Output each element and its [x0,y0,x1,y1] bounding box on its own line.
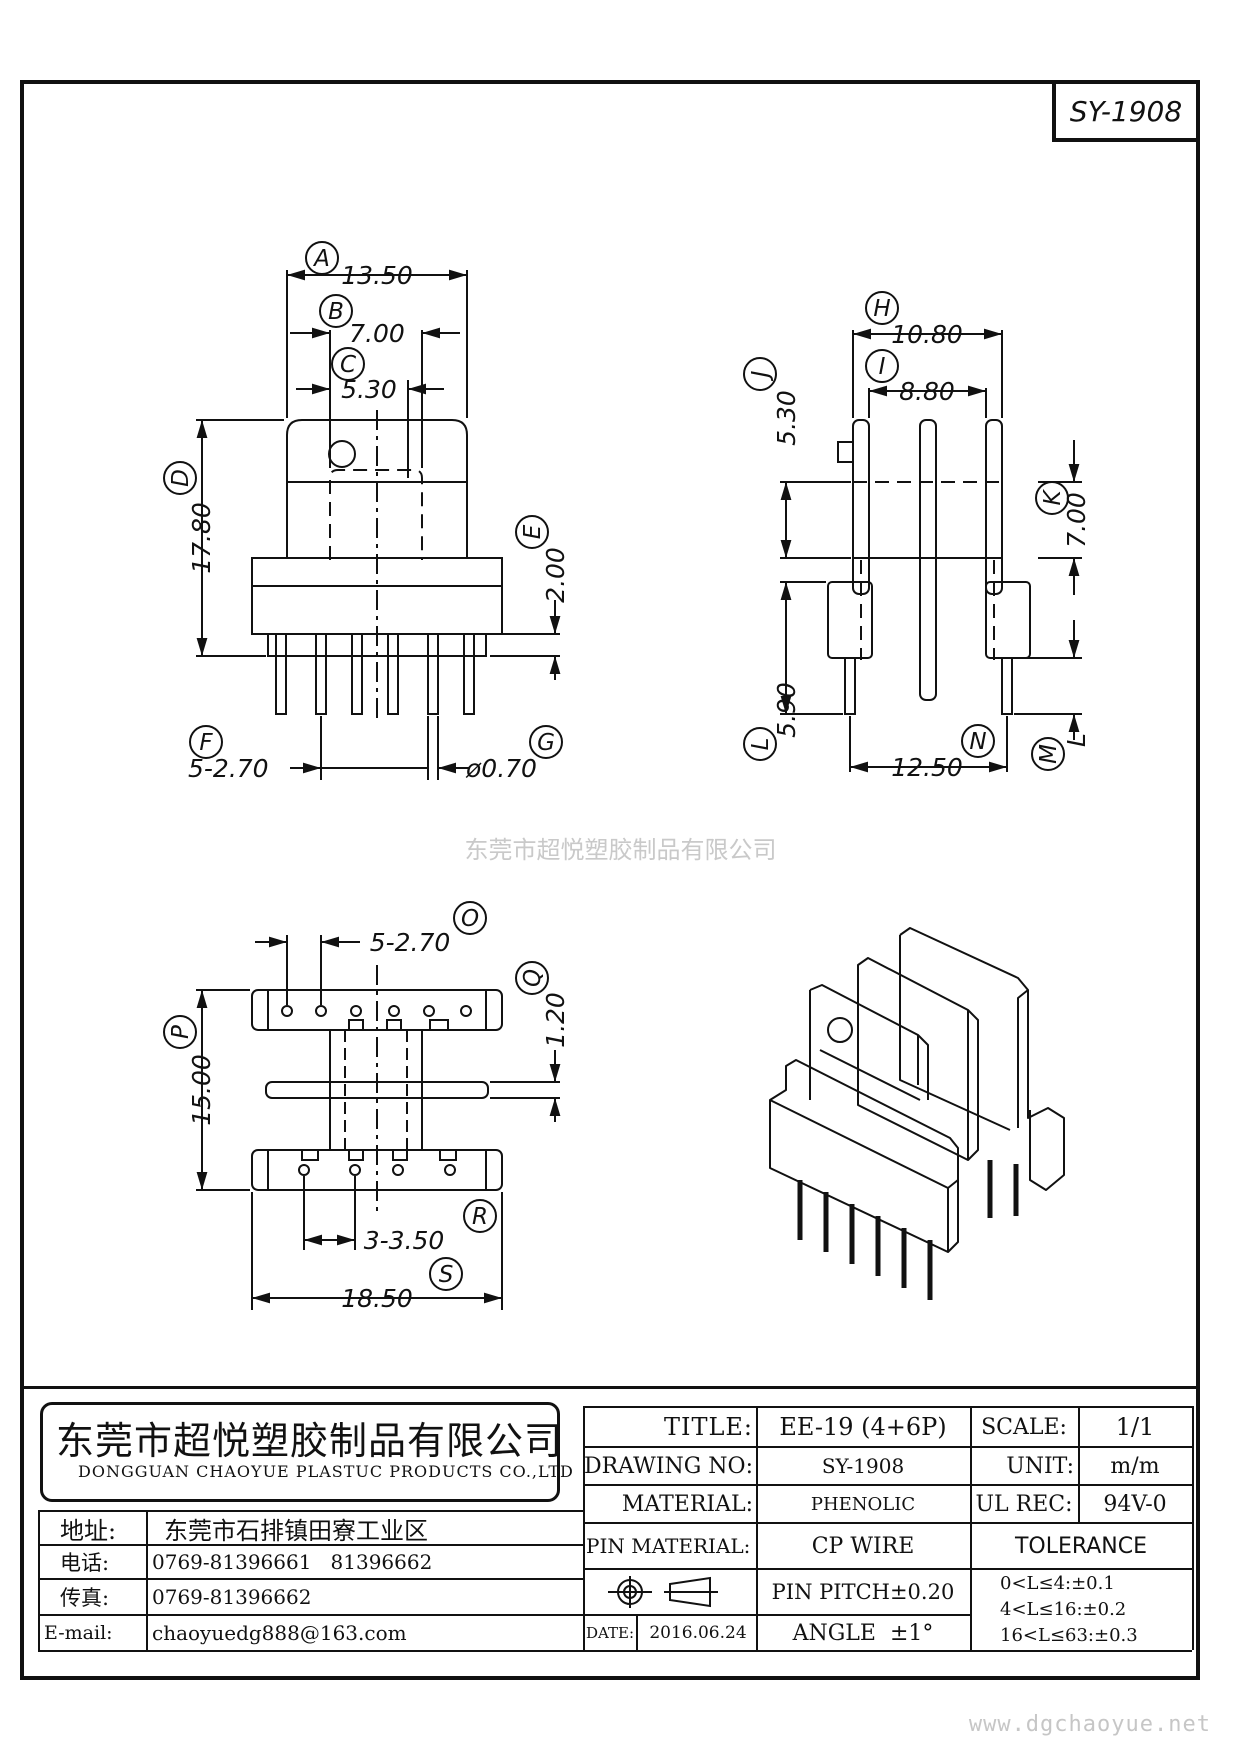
tolerance-row-2: 4<L≤16:±0.2 [1000,1598,1127,1620]
dim-p-value: 15.00 [187,1054,216,1126]
dim-l-value: 5.90 [772,682,801,738]
dim-k-value: 7.00 [1062,492,1091,548]
address-value: 东莞市石排镇田寮工业区 [164,1516,428,1545]
dim-d-value: 17.80 [187,502,216,574]
fax-value: 0769-81396662 [152,1585,312,1609]
dim-a-value: 13.50 [341,261,413,290]
unit-label: UNIT: [1006,1453,1074,1479]
material-value: PHENOLIC [810,1493,916,1515]
pin-pitch: PIN PITCH±0.20 [771,1580,955,1604]
email-label: E-mail: [44,1622,113,1644]
phone-label: 电话: [60,1551,110,1575]
tolerance-label: TOLERANCE [1014,1533,1148,1559]
dim-j-value: 5.30 [772,390,801,446]
tolerance-row-1: 0<L≤4:±0.1 [1000,1572,1115,1594]
scale-label: SCALE: [981,1414,1067,1440]
ref-a: A [312,246,330,272]
phone-value: 0769-81396661 81396662 [152,1550,433,1574]
ul-label: UL REC: [975,1491,1073,1517]
company-name-en: DONGGUAN CHAOYUE PLASTUC PRODUCTS CO.,LT… [78,1462,574,1481]
fax-label: 传真: [60,1586,110,1610]
dim-h-value: 10.80 [891,320,963,349]
watermark: 东莞市超悦塑胶制品有限公司 [464,836,777,864]
ref-o: O [461,906,479,932]
dim-g-value: ø0.70 [465,754,537,783]
bottom-view [196,935,561,1310]
dim-q-value: 1.20 [541,992,570,1048]
ref-d: D [168,469,194,487]
email-value: chaoyuedg888@163.com [152,1621,407,1645]
drawing-frame [20,80,1200,1680]
ref-n: N [969,729,986,755]
dim-m-value: L [1062,733,1091,747]
dim-e-value: 2.00 [541,547,570,603]
ref-k: K [1040,489,1066,506]
title-label: TITLE: [663,1413,753,1441]
iso-view [769,927,1065,1300]
ref-s: S [439,1262,454,1288]
pin-material-value: CP WIRE [811,1533,915,1559]
ref-l: L [748,738,774,751]
projection-symbol-icon [608,1576,718,1608]
scale-value: 1/1 [1115,1413,1155,1441]
ref-m: M [1036,744,1062,764]
ref-p: P [168,1025,194,1039]
ref-j: J [748,370,774,381]
title-block [20,1386,1200,1680]
dim-n-value: 12.50 [891,753,963,782]
website-url: www.dgchaoyue.net [968,1712,1211,1737]
ref-b: B [328,299,344,325]
date-value: 2016.06.24 [649,1623,747,1643]
side-view [780,328,1082,773]
ref-q: Q [520,969,546,987]
company-name-cn: 东莞市超悦塑胶制品有限公司 [56,1419,564,1463]
material-label: MATERIAL: [621,1491,753,1517]
date-label: DATE: [586,1624,635,1642]
ref-i: I [879,354,886,380]
angle-tolerance: ANGLE ±1° [792,1620,934,1646]
tolerance-row-3: 16<L≤63:±0.3 [1000,1624,1138,1646]
company-box [40,1402,560,1502]
ul-value: 94V-0 [1103,1491,1167,1517]
dim-o-value: 5-2.70 [370,928,451,957]
ref-f: F [199,730,213,756]
ref-h: H [873,296,890,322]
drawing-no-label: DRAWING NO: [583,1453,753,1479]
dim-b-value: 7.00 [349,319,405,348]
ref-c: C [340,352,356,378]
ref-g: G [537,730,555,756]
unit-value: m/m [1110,1453,1160,1479]
dim-f-value: 5-2.70 [188,754,269,783]
address-label: 地址: [60,1516,117,1545]
dim-i-value: 8.80 [899,377,955,406]
dim-r-value: 3-3.50 [364,1226,445,1255]
dim-s-value: 18.50 [341,1284,413,1313]
ref-r: R [472,1204,488,1230]
pin-material-label: PIN MATERIAL: [586,1534,751,1558]
part-code: SY-1908 [1052,80,1200,142]
ref-e: E [520,524,546,539]
title-value: EE-19 (4+6P) [779,1413,947,1441]
front-view [196,269,561,780]
drawing-no-value: SY-1908 [821,1454,905,1478]
